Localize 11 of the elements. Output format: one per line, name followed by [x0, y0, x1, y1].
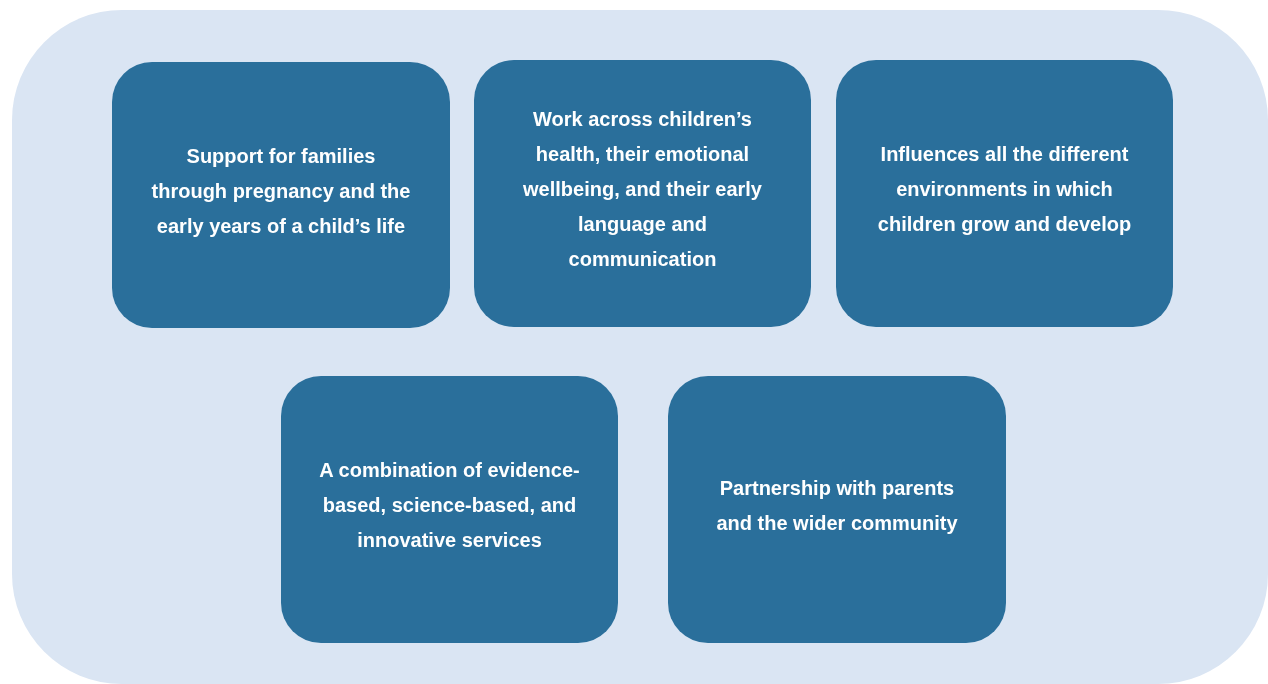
text-card [281, 376, 618, 643]
card-text: Partnership with parents and the wider community [715, 475, 959, 536]
text-card [112, 62, 450, 328]
card-text: Support for families through pregnancy and the early years of a child’s life [150, 143, 412, 239]
text-card [668, 376, 1006, 643]
card-text: A combination of evidence-based, science-based, and innovative services [318, 458, 581, 553]
background-panel [12, 10, 1268, 684]
text-card [836, 60, 1173, 327]
card-text: Influences all the different environments in which children grow and develop [876, 142, 1133, 237]
text-card [474, 60, 811, 327]
card-text: Work across children’s health, their emotional wellbeing, and their early language and communication [522, 107, 763, 272]
